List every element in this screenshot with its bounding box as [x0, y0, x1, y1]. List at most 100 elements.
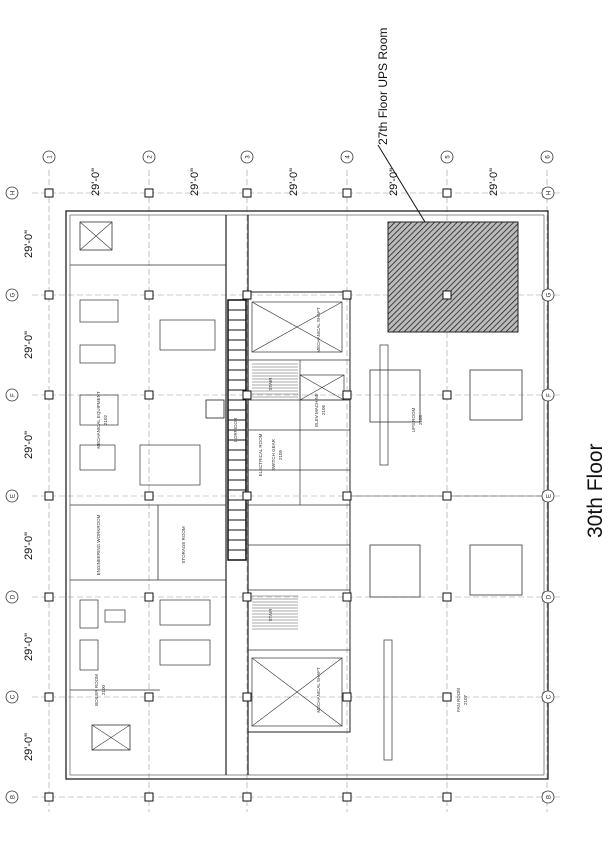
tank-0 — [79, 221, 113, 251]
grid-bubble-top-B: B — [5, 790, 19, 804]
bubble-number: 1 — [48, 155, 54, 159]
bubble-letter: D — [11, 594, 17, 599]
bubble-circle — [5, 489, 19, 503]
room-label-12: MECHANICAL SHAFT — [316, 307, 321, 353]
bubble-circle — [540, 150, 554, 164]
tank-x-b-0 — [79, 221, 113, 251]
grid-bubble-top-C: C — [5, 690, 19, 704]
bubble-circle — [5, 186, 19, 200]
south-pad-3 — [469, 544, 523, 596]
grid-bubble-bottom-D: D — [541, 590, 555, 604]
equipment-pad-2 — [79, 394, 119, 426]
column-bay-dimension-1: 29'-0" — [23, 331, 35, 359]
row-bay-dimension-1: 29'-0" — [189, 168, 201, 196]
column — [144, 491, 154, 501]
bubble-letter: E — [11, 494, 17, 498]
equipment-pad-3 — [79, 444, 116, 471]
grid-bubble-top-F: F — [5, 388, 19, 402]
south-pad-2 — [369, 544, 421, 598]
column — [44, 188, 54, 198]
bubble-circle — [541, 388, 555, 402]
room-label-10: ELEV MACHINE — [314, 393, 319, 427]
grid-bubble-bottom-E: E — [541, 489, 555, 503]
shaft-0 — [251, 301, 343, 353]
column — [44, 692, 54, 702]
bubble-circle — [5, 690, 19, 704]
grid-bubble-top-E: E — [5, 489, 19, 503]
shaft-x-b-2 — [299, 374, 345, 401]
column — [44, 592, 54, 602]
bubble-number: 4 — [346, 155, 352, 159]
equipment-pad-9 — [159, 639, 211, 666]
bubble-letter: B — [547, 795, 553, 799]
room-label-16: UPS ROOM — [411, 408, 416, 433]
grid-bubble-row-1: 1 — [42, 150, 56, 164]
bubble-circle — [541, 690, 555, 704]
room-details — [44, 188, 552, 802]
grid-bubble-row-4: 4 — [340, 150, 354, 164]
room-label-18: FAN ROOM — [456, 688, 461, 712]
bubble-circle — [142, 150, 156, 164]
bay-dimensions: 29'-0"29'-0"29'-0"29'-0"29'-0"29'-0"29'-… — [23, 168, 500, 761]
column — [144, 390, 154, 400]
shaft-x-b-0 — [251, 301, 343, 353]
row-bay-dimension-0: 29'-0" — [90, 168, 102, 196]
column-bay-dimension-2: 29'-0" — [23, 431, 35, 459]
bubble-letter: G — [547, 292, 553, 297]
equipment-pad-6 — [79, 599, 99, 629]
tank-x-b-1 — [91, 724, 131, 751]
room-label-3: STORAGE ROOM — [181, 526, 186, 563]
column — [242, 792, 252, 802]
south-pad-0 — [369, 369, 421, 423]
shaft-1 — [251, 657, 343, 727]
floor-title: 30th Floor — [584, 443, 607, 538]
column — [442, 792, 452, 802]
row-bay-dimension-2: 29'-0" — [288, 168, 300, 196]
column — [242, 491, 252, 501]
row-bay-dimension-3: 29'-0" — [388, 168, 400, 196]
equipment-pad-4 — [159, 319, 216, 351]
column — [44, 290, 54, 300]
grid-bubble-bottom-B: B — [541, 790, 555, 804]
column — [144, 692, 154, 702]
grid-bubble-row-6: 6 — [540, 150, 554, 164]
column — [242, 188, 252, 198]
room-label-11: 2106 — [321, 404, 326, 415]
room-label-8: SWITCH GEAR — [271, 438, 276, 471]
shaft-x-b-1 — [251, 657, 343, 727]
column — [144, 592, 154, 602]
room-label-4: CORRIDOR — [233, 417, 238, 442]
column — [242, 290, 252, 300]
equipment-pad-0 — [79, 299, 119, 323]
room-label-13: MECHANICAL SHAFT — [316, 667, 321, 713]
column — [342, 390, 352, 400]
grid-bubble-bottom-F: F — [541, 388, 555, 402]
column — [242, 390, 252, 400]
equipment-pad-1 — [79, 344, 116, 364]
column — [342, 692, 352, 702]
grid-bubble-bottom-H: H — [541, 186, 555, 200]
column — [144, 792, 154, 802]
column — [342, 592, 352, 602]
bubble-number: 5 — [446, 155, 452, 159]
column — [44, 792, 54, 802]
column — [144, 188, 154, 198]
column — [442, 692, 452, 702]
bubble-number: 2 — [148, 155, 154, 159]
equipment-pad-7 — [79, 639, 99, 671]
room-label-2: ENGINEERING WORKROOM — [96, 514, 101, 575]
equipment-pad-10 — [104, 609, 126, 623]
grid-bubble-top-H: H — [5, 186, 19, 200]
bubble-letter: D — [547, 594, 553, 599]
grid-bubble-row-5: 5 — [440, 150, 454, 164]
bubble-letter: H — [547, 191, 553, 195]
bubble-circle — [5, 288, 19, 302]
bubble-letter: C — [11, 694, 17, 699]
column — [342, 188, 352, 198]
building-core — [247, 291, 351, 733]
room-label-1: 2102 — [103, 414, 108, 425]
grid-bubble-bottom-G: G — [541, 288, 555, 302]
column — [44, 491, 54, 501]
